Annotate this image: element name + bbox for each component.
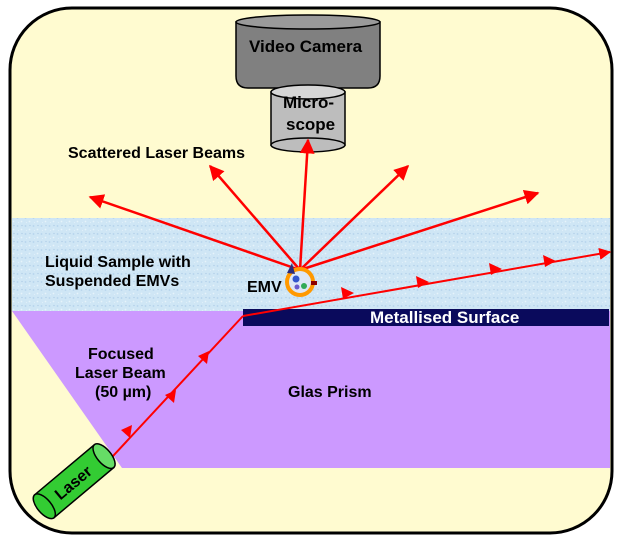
- microscope-label-line1: Micro-: [283, 93, 334, 112]
- metallised-surface: [243, 309, 609, 326]
- focused-beam-label-line3: (50 µm): [95, 384, 151, 401]
- beam-direction-markers: [121, 255, 556, 438]
- emv-particle: [285, 263, 317, 297]
- focused-beam-label-line1: Focused: [88, 346, 154, 363]
- focused-beam-label-line2: Laser Beam: [75, 365, 166, 382]
- scattered-beams-label: Scattered Laser Beams: [68, 145, 245, 162]
- laser-source: Laser: [32, 443, 116, 520]
- video-camera: [235, 14, 381, 89]
- liquid-sample-layer: [12, 218, 610, 311]
- microscope: [270, 84, 346, 153]
- emv-label: EMV: [247, 279, 282, 296]
- scattered-laser-beams: [88, 138, 540, 272]
- glass-prism: [12, 311, 610, 468]
- liquid-sample-label-line1: Liquid Sample with: [45, 254, 191, 271]
- glas-prism-label: Glas Prism: [288, 384, 372, 401]
- video-camera-label: Video Camera: [249, 37, 363, 56]
- metallised-surface-label: Metallised Surface: [370, 308, 519, 327]
- microscope-label-line2: scope: [286, 115, 335, 134]
- liquid-sample-label-line2: Suspended EMVs: [45, 273, 179, 290]
